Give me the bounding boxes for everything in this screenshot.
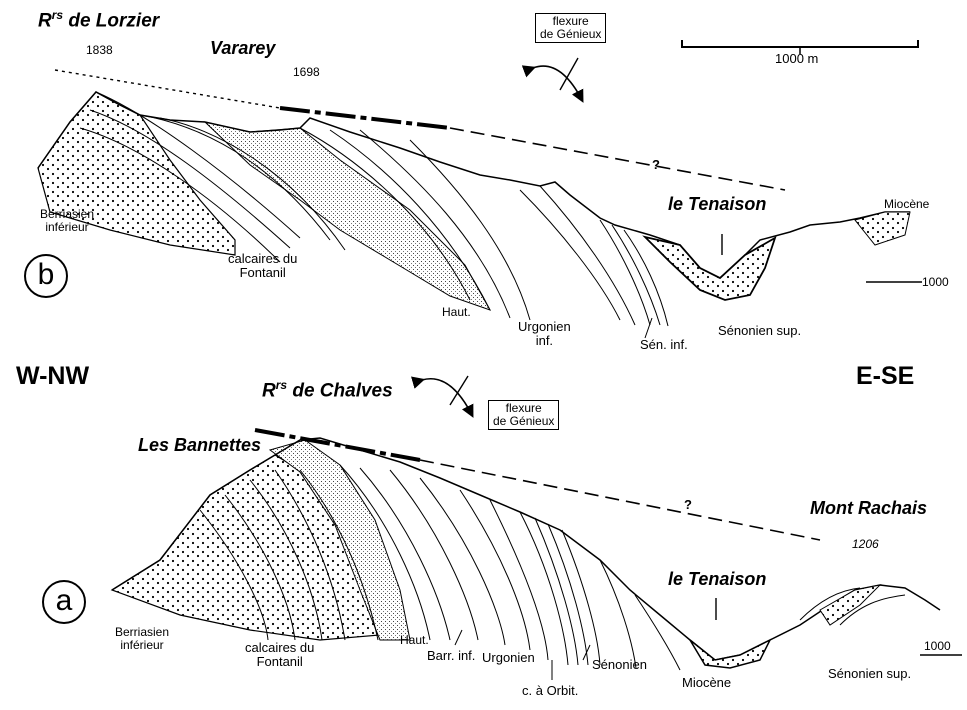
syncline-b-unit [642,235,777,301]
altitude-mark-a: 1000 [924,639,951,653]
haut-marl-b-unit [203,121,492,311]
rotation-arrow-b [521,65,584,103]
rachais-label: Mont Rachais [810,498,928,518]
vararey-label: Vararey [210,38,276,58]
haut-marl-a-unit [268,439,411,641]
bedding-lines-b [79,91,669,327]
lorzier-label: Rrs de Lorzier [38,8,160,32]
vararey-altitude: 1698 [293,65,320,79]
chalves-label: Rrs de Chalves [262,378,393,402]
panel-label-b: b [24,254,68,298]
profile-b [37,40,922,339]
barr-label-a: Barr. inf. [427,648,476,663]
senonien-label-a: Sénonien [592,657,647,672]
question-b: ? [652,157,660,172]
terrain-profile-b [37,91,910,279]
orbit-label-a: c. à Orbit. [522,683,579,698]
rachais-altitude: 1206 [852,537,879,551]
panel-label-a: a [42,580,86,624]
urgonien-label-a: Urgonien [482,650,535,665]
miocene-label-b: Miocène [884,197,930,211]
tenaison-label-a: le Tenaison [668,569,767,589]
miocene-b-unit [854,211,911,246]
miocene-a-unit [689,638,772,669]
orientation-east: E-SE [856,362,915,390]
senonien-sup-label-b: Sénonien sup. [718,323,802,338]
bannettes-label: Les Bannettes [138,435,262,455]
scale-label: 1000 m [775,51,819,66]
rotation-arrow-a [411,376,474,418]
altitude-mark-b: 1000 [922,275,949,289]
haut-label-b: Haut. [442,305,471,319]
sen-inf-label-b: Sén. inf. [640,337,688,352]
bedding-lines-a [199,464,906,671]
scale-bar [681,40,919,54]
miocene-label-a: Miocène [682,675,732,690]
question-a: ? [684,497,692,512]
tenaison-label-b: le Tenaison [668,194,767,214]
senonien-sup-label-a: Sénonien sup. [828,666,912,681]
haut-label-a: Haut. [400,633,429,647]
lorzier-altitude: 1838 [86,43,113,57]
profile-a [110,375,962,680]
orientation-west: W-NW [16,362,90,390]
